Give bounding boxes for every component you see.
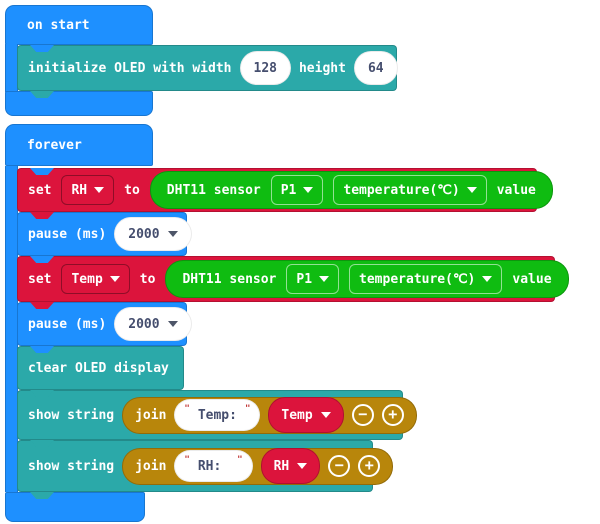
- connector-bump: [30, 45, 54, 52]
- connector-bump: [30, 91, 54, 98]
- show-string-label: show string: [28, 407, 115, 423]
- forever-label: forever: [27, 137, 82, 153]
- set-rh-block[interactable]: set RH to DHT11 sensor P1 temperature(℃)…: [17, 168, 553, 212]
- string-field[interactable]: " RH: ": [174, 450, 253, 482]
- value-label: value: [496, 182, 536, 198]
- dropdown-arrow-icon: [94, 187, 105, 193]
- pause-duration-dropdown[interactable]: 2000: [114, 217, 192, 251]
- on-start-block[interactable]: on start: [5, 5, 153, 45]
- string-field[interactable]: " Temp: ": [174, 399, 261, 431]
- connector-bump: [30, 492, 54, 499]
- minus-icon: −: [358, 405, 368, 423]
- oled-height-label: height: [298, 60, 346, 76]
- clear-oled-label: clear OLED display: [28, 360, 169, 376]
- remove-slot-button[interactable]: −: [351, 404, 374, 426]
- connector-bump: [30, 346, 54, 353]
- close-quote: ": [237, 455, 243, 465]
- variable-pill-temp[interactable]: Temp: [268, 397, 344, 433]
- on-start-label: on start: [27, 17, 90, 33]
- dropdown-arrow-icon: [320, 412, 331, 418]
- value-label: value: [512, 271, 552, 287]
- pause-block[interactable]: pause (ms) 2000: [17, 302, 192, 346]
- open-quote: ": [184, 455, 190, 465]
- dropdown-arrow-icon: [167, 231, 178, 237]
- forever-bottom: [5, 492, 145, 522]
- show-string-block[interactable]: show string join " Temp: " Temp − +: [17, 390, 417, 440]
- pause-label: pause (ms): [28, 226, 107, 242]
- variable-dropdown-rh[interactable]: RH: [61, 175, 115, 205]
- dropdown-arrow-icon: [167, 321, 178, 327]
- set-label: set: [28, 182, 52, 198]
- join-block[interactable]: join " RH: " RH − +: [122, 447, 394, 485]
- reading-dropdown[interactable]: temperature(℃): [349, 264, 503, 294]
- set-temp-block[interactable]: set Temp to DHT11 sensor P1 temperature(…: [17, 256, 569, 302]
- show-string-block[interactable]: show string join " RH: " RH − +: [17, 440, 394, 492]
- variable-pill-rh[interactable]: RH: [260, 448, 321, 484]
- connector-bump: [30, 302, 54, 309]
- to-label: to: [139, 271, 156, 287]
- join-label: join: [135, 407, 167, 423]
- add-slot-button[interactable]: +: [381, 404, 404, 426]
- oled-init-block[interactable]: initialize OLED with width 128 height 64: [17, 45, 398, 91]
- clear-oled-block[interactable]: clear OLED display: [17, 346, 184, 390]
- connector-bump: [30, 168, 54, 175]
- connector-bump: [30, 212, 54, 219]
- dropdown-arrow-icon: [297, 463, 308, 469]
- plus-icon: +: [364, 456, 374, 474]
- show-string-label: show string: [28, 458, 115, 474]
- connector-bump: [30, 440, 54, 447]
- join-label: join: [135, 458, 167, 474]
- minus-icon: −: [334, 456, 344, 474]
- connector-bump: [30, 390, 54, 397]
- dropdown-arrow-icon: [319, 276, 330, 282]
- pause-label: pause (ms): [28, 316, 107, 332]
- oled-height-field[interactable]: 64: [353, 51, 398, 85]
- variable-dropdown-temp[interactable]: Temp: [61, 264, 130, 294]
- forever-block[interactable]: forever: [5, 124, 153, 166]
- dropdown-arrow-icon: [109, 276, 120, 282]
- oled-init-label: initialize OLED with width: [28, 60, 232, 76]
- open-quote: ": [184, 404, 190, 414]
- pause-block[interactable]: pause (ms) 2000: [17, 212, 192, 256]
- add-slot-button[interactable]: +: [358, 455, 381, 477]
- on-start-bottom: [5, 91, 153, 116]
- connector-bump: [30, 256, 54, 263]
- plus-icon: +: [388, 405, 398, 423]
- pause-duration-dropdown[interactable]: 2000: [114, 307, 192, 341]
- dropdown-arrow-icon: [482, 276, 493, 282]
- dropdown-arrow-icon: [466, 187, 477, 193]
- to-label: to: [124, 182, 140, 198]
- dropdown-arrow-icon: [303, 187, 314, 193]
- dht11-label: DHT11 sensor: [182, 271, 277, 287]
- oled-width-field[interactable]: 128: [239, 51, 291, 85]
- dht11-label: DHT11 sensor: [166, 182, 261, 198]
- join-block[interactable]: join " Temp: " Temp − +: [122, 396, 417, 434]
- dht11-sensor-block[interactable]: DHT11 sensor P1 temperature(℃) value: [165, 260, 569, 298]
- pin-dropdown[interactable]: P1: [270, 175, 324, 205]
- pin-dropdown[interactable]: P1: [286, 264, 340, 294]
- reading-dropdown[interactable]: temperature(℃): [333, 175, 487, 205]
- close-quote: ": [244, 404, 251, 414]
- dht11-sensor-block[interactable]: DHT11 sensor P1 temperature(℃) value: [149, 171, 553, 209]
- remove-slot-button[interactable]: −: [328, 455, 351, 477]
- set-label: set: [28, 271, 52, 287]
